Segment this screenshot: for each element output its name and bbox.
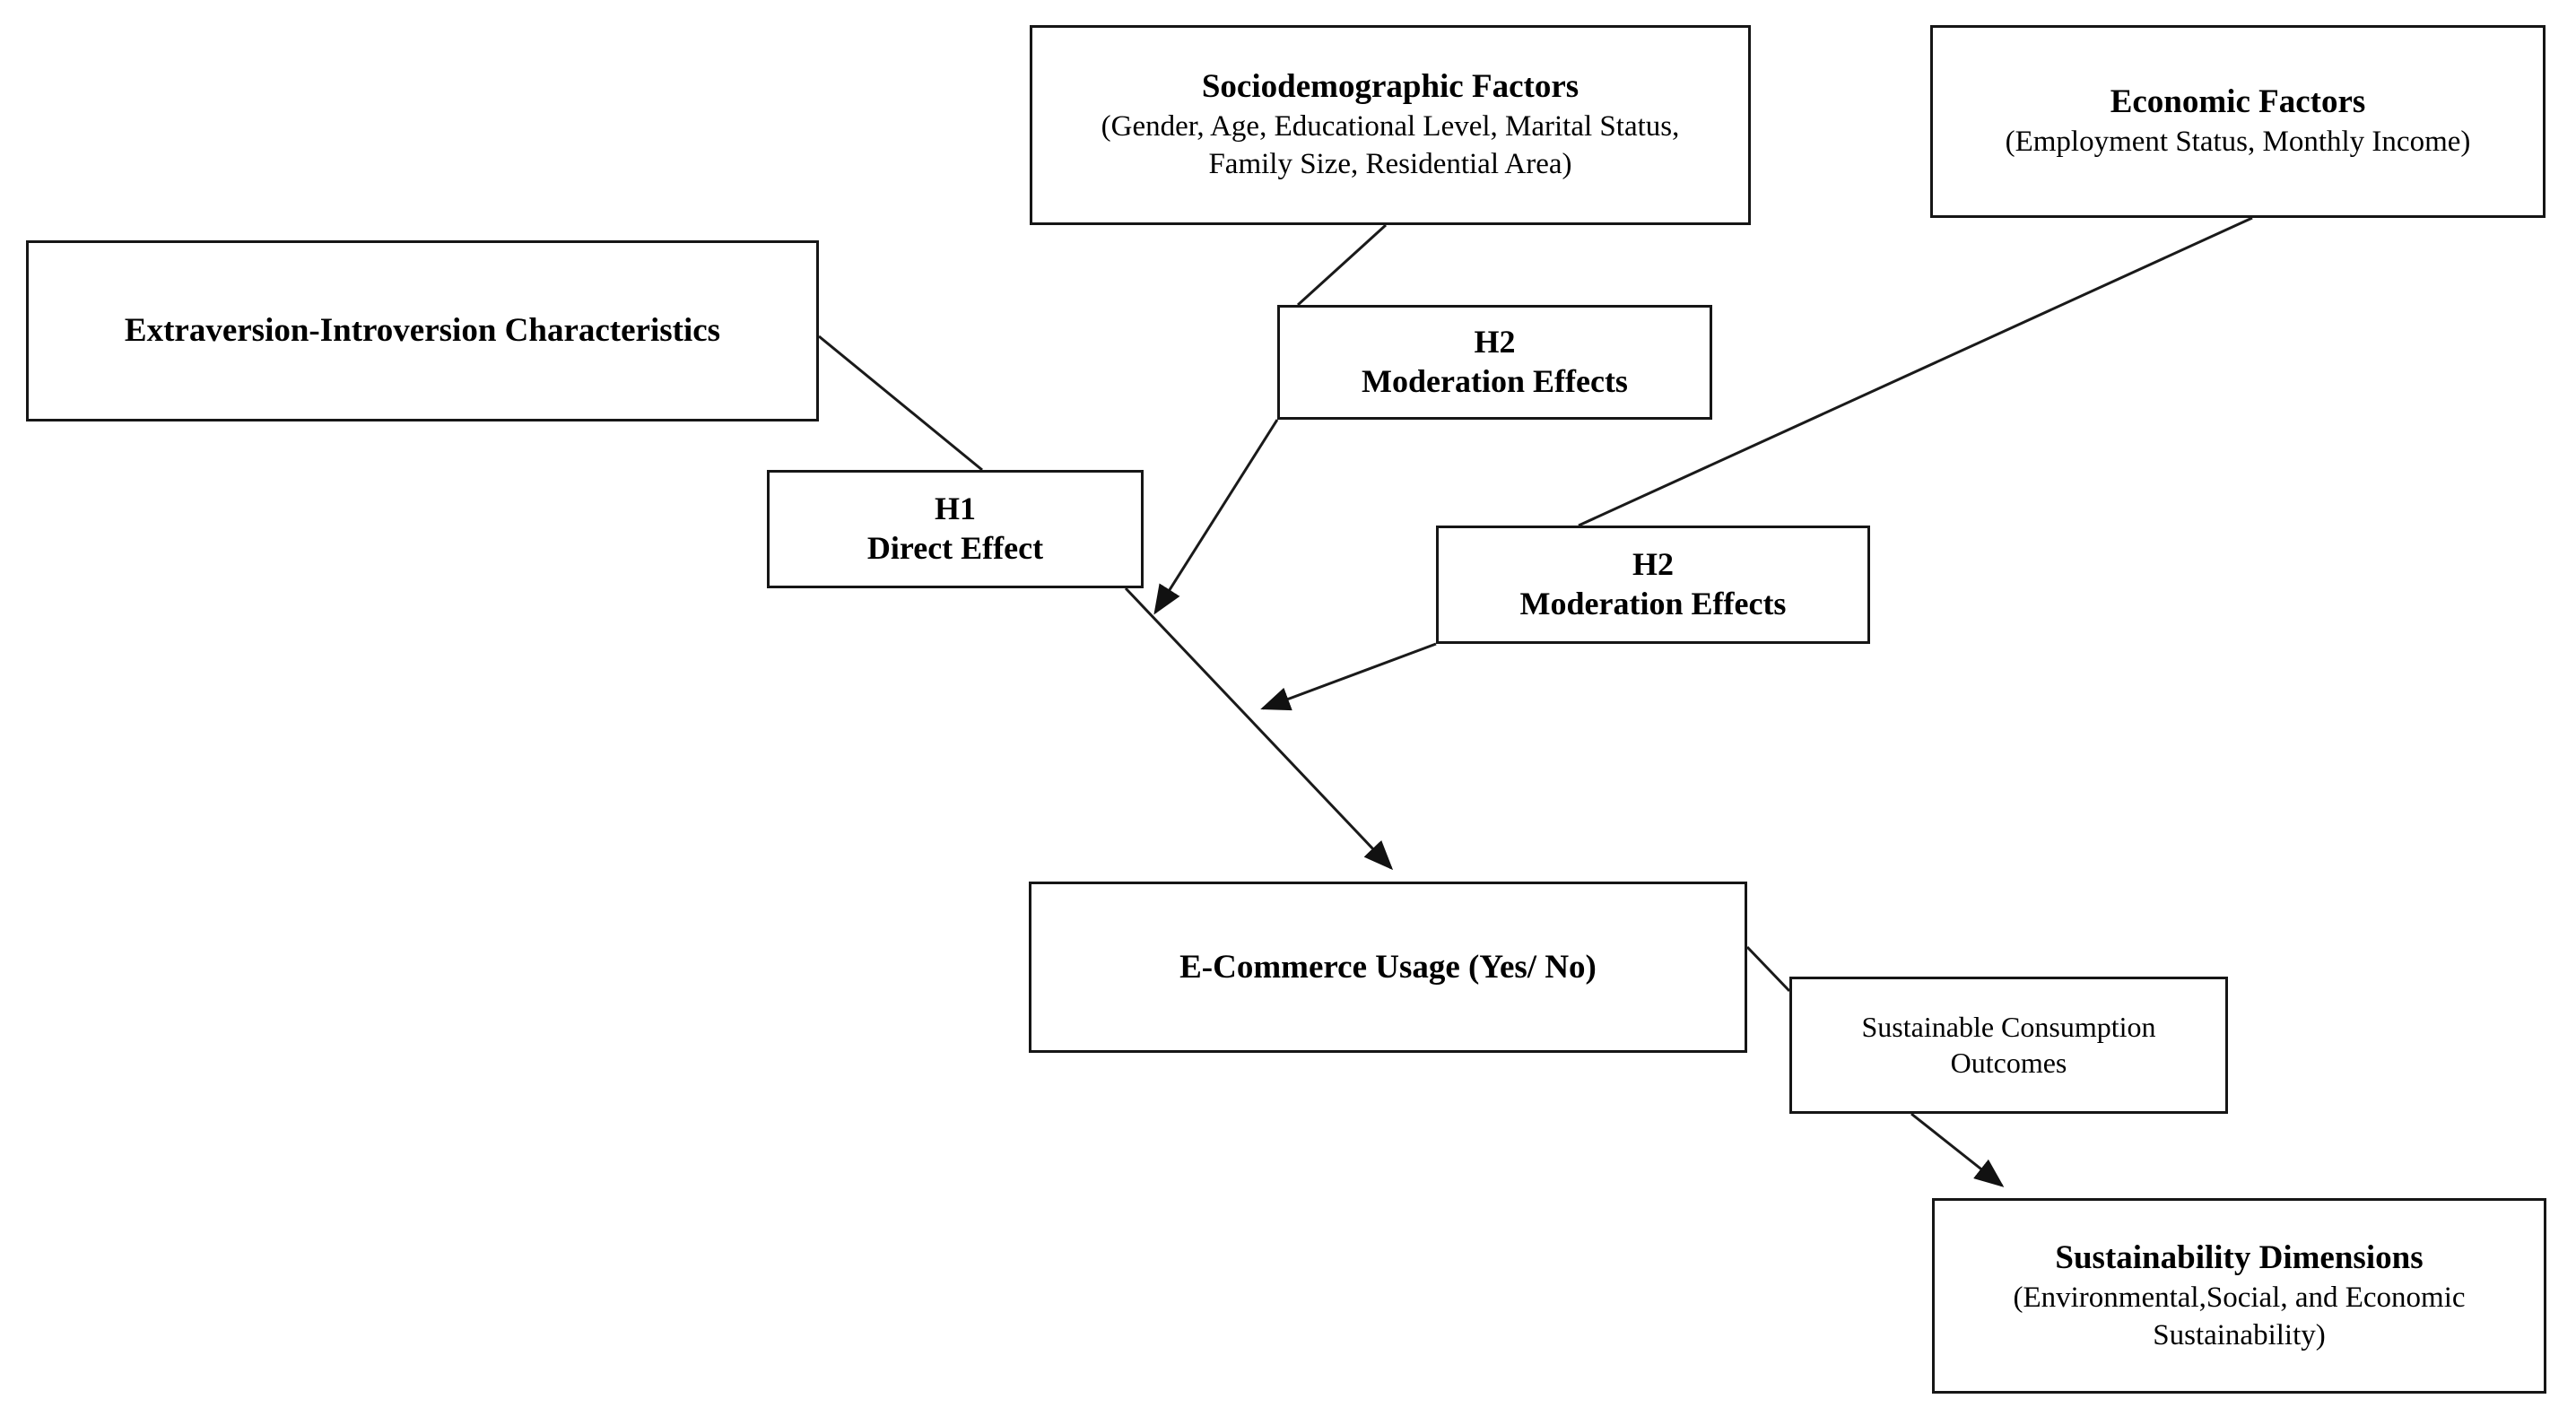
node-subtitle: (Environmental,Social, and Economic Sust… [2013, 1281, 2466, 1351]
node-title: H2 Moderation Effects [1519, 546, 1787, 621]
edge-h2socio-to-junction [1153, 419, 1279, 615]
node-subtitle: (Gender, Age, Educational Level, Marital… [1101, 110, 1680, 181]
node-title: Sustainable Consumption Outcomes [1861, 1011, 2156, 1079]
node-h1-direct-effect[interactable]: H1 Direct Effect [767, 470, 1144, 588]
node-title: Sociodemographic Factors [1201, 68, 1580, 106]
node-title: H1 Direct Effect [866, 491, 1044, 566]
edge-ecommerce-to-sustainable-consumption [1745, 945, 1791, 993]
node-title: H2 Moderation Effects [1362, 324, 1628, 399]
node-h2-moderation-effects-sociodemographic[interactable]: H2 Moderation Effects [1277, 305, 1712, 420]
node-extraversion-introversion-characteristics[interactable]: Extraversion-Introversion Characteristic… [26, 240, 819, 421]
node-sustainability-dimensions[interactable]: Sustainability Dimensions (Environmental… [1932, 1198, 2546, 1394]
edge-extraversion-to-h1 [818, 335, 983, 472]
node-title: Extraversion-Introversion Characteristic… [124, 312, 721, 350]
node-sustainable-consumption-outcomes[interactable]: Sustainable Consumption Outcomes [1789, 977, 2228, 1114]
node-title: Economic Factors [2110, 83, 2366, 121]
edge-h1-to-ecommerce [1124, 587, 1394, 871]
edge-h2econ-to-junction [1260, 642, 1437, 711]
node-title: Sustainability Dimensions [2055, 1238, 2424, 1276]
node-h2-moderation-effects-economic[interactable]: H2 Moderation Effects [1436, 526, 1870, 644]
node-economic-factors[interactable]: Economic Factors (Employment Status, Mon… [1930, 25, 2546, 218]
node-subtitle: (Employment Status, Monthly Income) [2005, 126, 2471, 159]
edge-socio-to-h2socio [1296, 223, 1388, 307]
node-ecommerce-usage[interactable]: E-Commerce Usage (Yes/ No) [1029, 882, 1747, 1053]
node-sociodemographic-factors[interactable]: Sociodemographic Factors (Gender, Age, E… [1030, 25, 1751, 225]
node-title: E-Commerce Usage (Yes/ No) [1179, 948, 1597, 986]
edge-sustainable-consumption-to-dimensions [1910, 1112, 2005, 1187]
